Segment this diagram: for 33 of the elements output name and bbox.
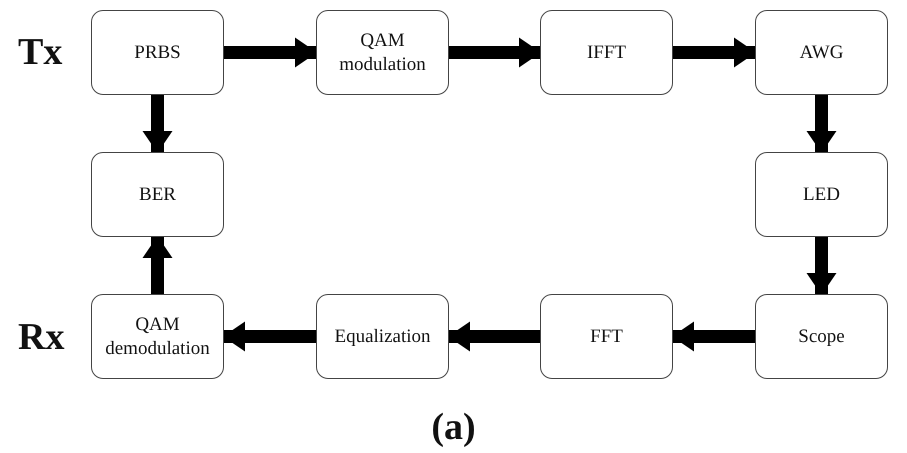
block-arrow — [672, 322, 755, 352]
process-box — [540, 294, 673, 379]
box-label: Equalization — [334, 324, 431, 348]
box-label: Scope — [798, 324, 845, 348]
block-arrow — [806, 237, 836, 295]
process-box — [91, 152, 224, 237]
box-label: BER — [139, 182, 176, 206]
process-box — [91, 294, 224, 379]
figure-caption: (a) — [430, 405, 477, 449]
process-box — [755, 10, 888, 95]
block-arrow — [448, 322, 540, 352]
box-label: IFFT — [586, 40, 626, 64]
block-arrow — [806, 95, 836, 153]
process-box — [316, 10, 449, 95]
side-label: Rx — [18, 315, 64, 359]
block-arrow — [142, 95, 172, 153]
block-arrow — [224, 38, 317, 68]
block-arrow — [449, 38, 541, 68]
block-arrow — [673, 38, 756, 68]
process-box — [91, 10, 224, 95]
block-arrow — [142, 236, 172, 294]
process-box — [540, 10, 673, 95]
box-label: PRBS — [134, 40, 181, 64]
side-label: Tx — [18, 30, 62, 74]
process-box — [316, 294, 449, 379]
box-label: LED — [803, 182, 840, 206]
process-box — [755, 294, 888, 379]
box-label: QAM modulation — [338, 28, 427, 76]
box-label: FFT — [590, 324, 623, 348]
block-arrow — [223, 322, 316, 352]
box-label: QAM demodulation — [104, 312, 211, 360]
box-label: AWG — [800, 40, 844, 64]
process-box — [755, 152, 888, 237]
